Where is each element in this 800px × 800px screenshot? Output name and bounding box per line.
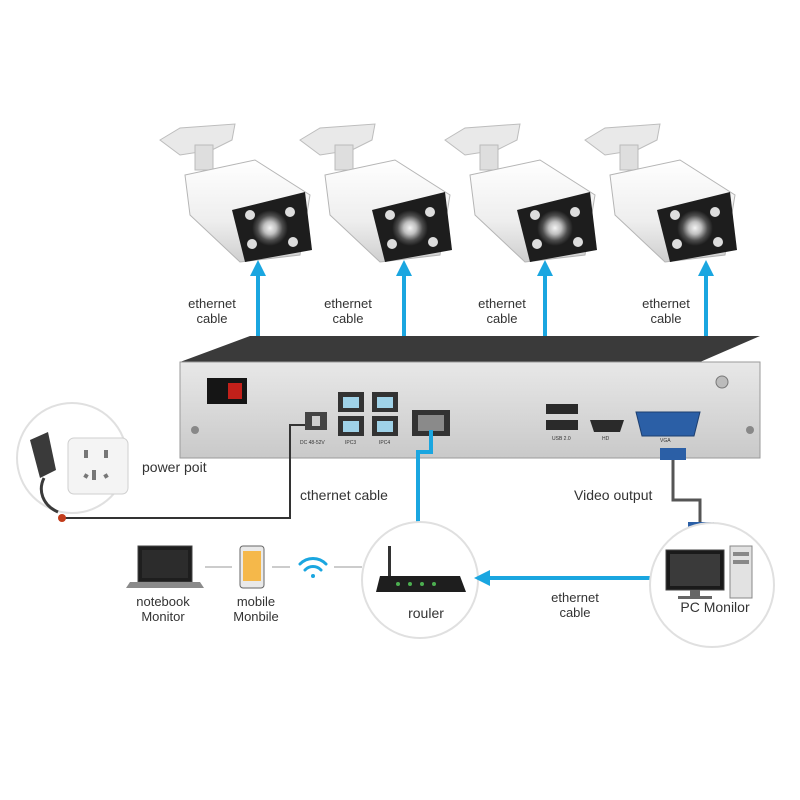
camera-icon — [584, 123, 737, 263]
camera-icon — [299, 123, 452, 263]
power-socket-icon — [67, 437, 129, 495]
ethernet-cable-pc-label: ethernet cable — [551, 590, 599, 620]
camera-icon — [444, 123, 597, 263]
router-label: rouler — [408, 605, 444, 621]
mobile-label: mobile Monbile — [233, 594, 279, 624]
ethernet-cable-label-2: ethernet cable — [324, 296, 372, 326]
nvr-hd-label: HD — [602, 436, 610, 442]
ethernet-cable-label-4: ethernet cable — [642, 296, 690, 326]
ethernet-cable-label-1: ethernet cable — [188, 296, 236, 326]
nvr-dc-label: DC 48-52V — [300, 440, 325, 446]
mobile-phone-icon — [239, 545, 265, 589]
wifi-icon — [298, 557, 328, 578]
nvr-vga-label: VGA — [660, 438, 671, 444]
power-cable — [60, 424, 305, 519]
notebook-label: notebook Monitor — [136, 594, 190, 624]
nvr-router-cable — [410, 430, 433, 540]
pc-icon — [665, 545, 753, 599]
pc-monitor-label: PC Monilor — [680, 599, 750, 615]
laptop-icon — [126, 545, 204, 588]
video-output-label: Video output — [574, 487, 653, 503]
nvr-usb-label: USB 2.0 — [552, 436, 571, 442]
camera-icon — [159, 123, 312, 263]
nvr-ipc4-label: IPC4 — [379, 440, 391, 446]
ethernet-cable-nvr-label: cthernet cable — [300, 487, 388, 503]
power-point-label: power poit — [142, 459, 207, 475]
router-icon — [376, 546, 466, 592]
nvr-ipc3-label: IPC3 — [345, 440, 357, 446]
ethernet-cable-label-3: ethernet cable — [478, 296, 526, 326]
nvr-icon — [179, 336, 761, 459]
